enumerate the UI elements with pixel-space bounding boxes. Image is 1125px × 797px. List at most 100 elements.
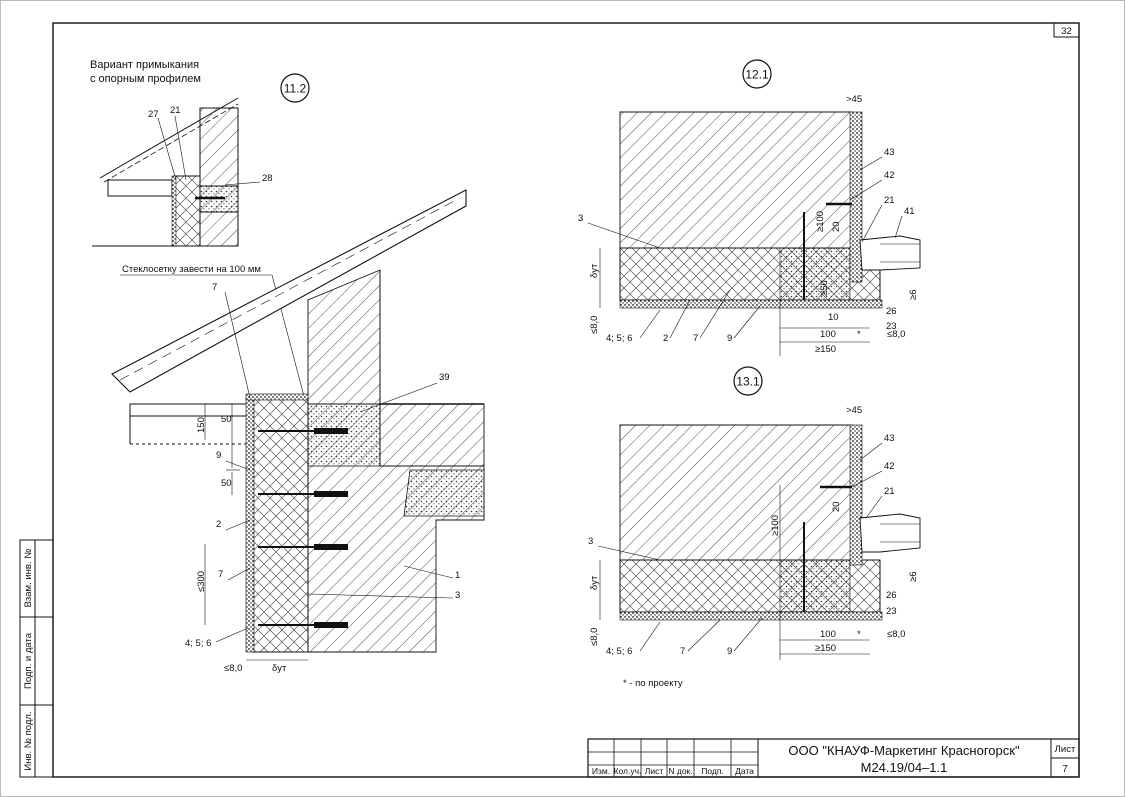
callout-21: 21 <box>170 105 181 116</box>
detail-tag-13-1-label: 13.1 <box>736 375 760 389</box>
dim-ge100: ≥100 <box>815 211 826 232</box>
tb-col-koluch: Кол.уч. <box>614 766 642 776</box>
dim-le8-bottom: ≤8,0 <box>887 329 905 340</box>
callout-43-13-1: 43 <box>884 433 895 444</box>
callout-3-13-1: 3 <box>588 536 593 547</box>
dim-gt45-13-1: >45 <box>846 405 862 416</box>
stamp-field-replace: Взам. инв. № <box>23 549 34 608</box>
callout-43: 43 <box>884 147 895 158</box>
sheet-number: 7 <box>1062 764 1068 775</box>
detail-tag-12-1 <box>742 59 772 89</box>
detail-13-1: 13.1 >45 43 42 21 ≥100 20 ≥6 26 23 3 δут… <box>588 366 921 660</box>
page-number: 32 <box>1061 26 1072 37</box>
roof-slope <box>111 189 467 393</box>
dim-gt45: >45 <box>846 94 862 105</box>
tb-col-izm: Изм. <box>592 766 610 776</box>
callout-23: 23 <box>886 321 897 332</box>
dim-le8-bottom-13-1: ≤8,0 <box>887 629 905 640</box>
callout-7: 7 <box>693 333 698 344</box>
company-name: ООО "КНАУФ-Маркетинг Красногорск" <box>788 743 1020 758</box>
dim-100-13-1: 100 <box>820 629 836 640</box>
side-stamp: Взам. инв. № Подп. и дата Инв. № подл. <box>19 539 54 778</box>
callout-7-13-1: 7 <box>680 646 685 657</box>
callout-7-low: 7 <box>218 569 223 580</box>
callout-3: 3 <box>455 590 460 601</box>
dim-ge6-13-1: ≥6 <box>908 572 919 583</box>
callout-4-5-6: 4; 5; 6 <box>185 638 211 649</box>
variant-title-line2: с опорным профилем <box>90 73 201 85</box>
callout-9-13-1: 9 <box>727 646 732 657</box>
dim-ge50: ≥50 <box>819 280 830 296</box>
window-frame-13-1 <box>859 513 921 553</box>
tb-col-podp: Подп. <box>701 766 724 776</box>
window-frame-12-1 <box>859 235 921 271</box>
dim-50-top: 50 <box>221 414 232 425</box>
callout-9: 9 <box>727 333 732 344</box>
dim-star-13-1: * <box>857 629 861 640</box>
insulation-board <box>251 397 309 653</box>
callout-27: 27 <box>148 109 159 120</box>
document-code: М24.19/04–1.1 <box>861 760 948 775</box>
callout-9: 9 <box>216 450 221 461</box>
dim-50-mid: 50 <box>221 478 232 489</box>
callout-7-top: 7 <box>212 282 217 293</box>
callout-39: 39 <box>439 372 450 383</box>
dim-le300: ≤300 <box>196 571 207 592</box>
mesh-note: Стеклосетку завести на 100 мм <box>122 264 261 275</box>
callout-26-13-1: 26 <box>886 590 897 601</box>
dim-le8-side-13-1: ≤8,0 <box>589 628 600 646</box>
callout-1: 1 <box>455 570 460 581</box>
callout-2: 2 <box>216 519 221 530</box>
callout-20-13-1: 20 <box>831 501 842 512</box>
dim-ge6: ≥6 <box>908 290 919 301</box>
detail-12-1: 12.1 >45 43 42 21 41 ≥100 20 ≥50 ≥6 26 2… <box>578 59 921 356</box>
callout-4-5-6: 4; 5; 6 <box>606 333 632 344</box>
dim-delta: δут <box>272 663 287 674</box>
callout-21-13-1: 21 <box>884 486 895 497</box>
detail-tag-11-2-label: 11.2 <box>284 82 307 96</box>
callout-42-13-1: 42 <box>884 461 895 472</box>
detail-tag-11-2 <box>280 73 310 103</box>
dim-150: 150 <box>196 417 207 433</box>
foam-fill <box>307 403 381 467</box>
wall-13-1 <box>619 424 853 561</box>
callout-10: 10 <box>828 312 839 323</box>
dim-delta-12-1: δут <box>589 263 600 278</box>
callout-3: 3 <box>578 213 583 224</box>
drawing-frame <box>52 22 1080 778</box>
tb-col-ndok: N док. <box>668 766 692 776</box>
anchors <box>258 428 348 628</box>
stamp-field-inventory: Инв. № подл. <box>23 711 34 770</box>
variant-inset: 27 21 28 <box>92 97 273 247</box>
dim-ge150-13-1: ≥150 <box>815 643 836 654</box>
callout-4-5-6-13-1: 4; 5; 6 <box>606 646 632 657</box>
dim-le8: ≤8,0 <box>224 663 242 674</box>
callout-21: 21 <box>884 195 895 206</box>
sheet-label: Лист <box>1055 744 1076 755</box>
variant-title-line1: Вариант примыкания <box>90 59 199 71</box>
dim-ge150: ≥150 <box>815 344 836 355</box>
floor-slab <box>379 403 485 467</box>
upper-wall <box>307 269 381 405</box>
dim-100: 100 <box>820 329 836 340</box>
plaster-layer <box>245 397 255 653</box>
callout-26: 26 <box>886 306 897 317</box>
stamp-field-signature: Подп. и дата <box>23 632 34 689</box>
callout-23-13-1: 23 <box>886 606 897 617</box>
dim-delta-13-1: δут <box>589 575 600 590</box>
detail-11-2: 11.2 Вариант примыкания с опорным профил… <box>90 59 485 674</box>
page-number-box <box>1053 22 1080 38</box>
callout-2: 2 <box>663 333 668 344</box>
callout-42: 42 <box>884 170 895 181</box>
detail-tag-12-1-label: 12.1 <box>745 68 769 82</box>
detail-tag-13-1 <box>733 366 763 396</box>
dim-le8-side: ≤8,0 <box>589 316 600 334</box>
tb-col-list: Лист <box>645 766 664 776</box>
footnote: * - по проекту <box>623 678 683 689</box>
callout-41: 41 <box>904 206 915 217</box>
dim-ge100-13-1: ≥100 <box>770 515 781 536</box>
dim-star: * <box>857 329 861 340</box>
callout-20: 20 <box>831 221 842 232</box>
